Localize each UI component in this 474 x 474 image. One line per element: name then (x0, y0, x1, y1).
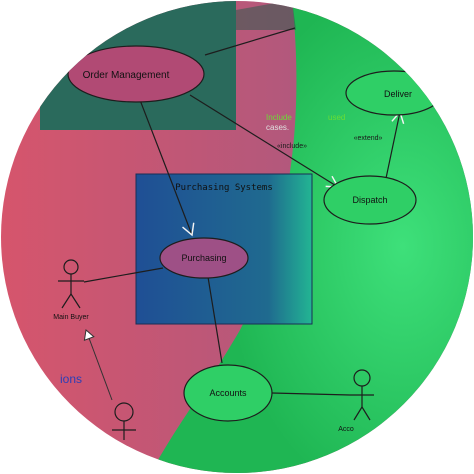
purchasing-use-case[interactable] (159, 237, 249, 279)
om-to-purchasing-line (139, 99, 195, 237)
purchasing-label: Purchasing (181, 253, 226, 263)
purchasing-systems-label: Purchasing Systems (175, 183, 273, 193)
top-band (236, 1, 296, 30)
note-line-1b: used (328, 113, 345, 122)
om-to-dispatch-line (189, 94, 340, 188)
dispatch-label: Dispatch (352, 195, 387, 205)
accounts-actor-label: Acco (338, 426, 354, 433)
order-management-use-case[interactable] (67, 45, 205, 103)
main-buyer-actor[interactable] (58, 259, 84, 309)
accounts-to-actor-line (271, 392, 351, 396)
order-management-label: Order Management (83, 70, 170, 81)
dispatch-use-case[interactable] (323, 175, 417, 225)
actor-to-buyer-line (83, 329, 113, 401)
note-line-1: Include (266, 113, 292, 122)
accounts-actor[interactable] (350, 369, 374, 421)
buyer-to-purchasing-line (83, 267, 164, 283)
delivery-label: Deliver (384, 89, 412, 99)
purchasing-to-accounts-line (207, 276, 223, 364)
side-label: ions (60, 372, 82, 386)
om-to-top-line (204, 27, 296, 56)
dispatch-to-delivery-line (384, 110, 405, 184)
note-line-2: cases. (266, 123, 289, 132)
accounts-use-case[interactable] (183, 364, 273, 422)
main-buyer-label: Main Buyer (53, 314, 89, 321)
accounts-label: Accounts (209, 388, 247, 398)
extend-label: «extend» (354, 135, 383, 142)
include-label: «include» (277, 143, 307, 150)
bottom-actor[interactable] (112, 402, 136, 440)
